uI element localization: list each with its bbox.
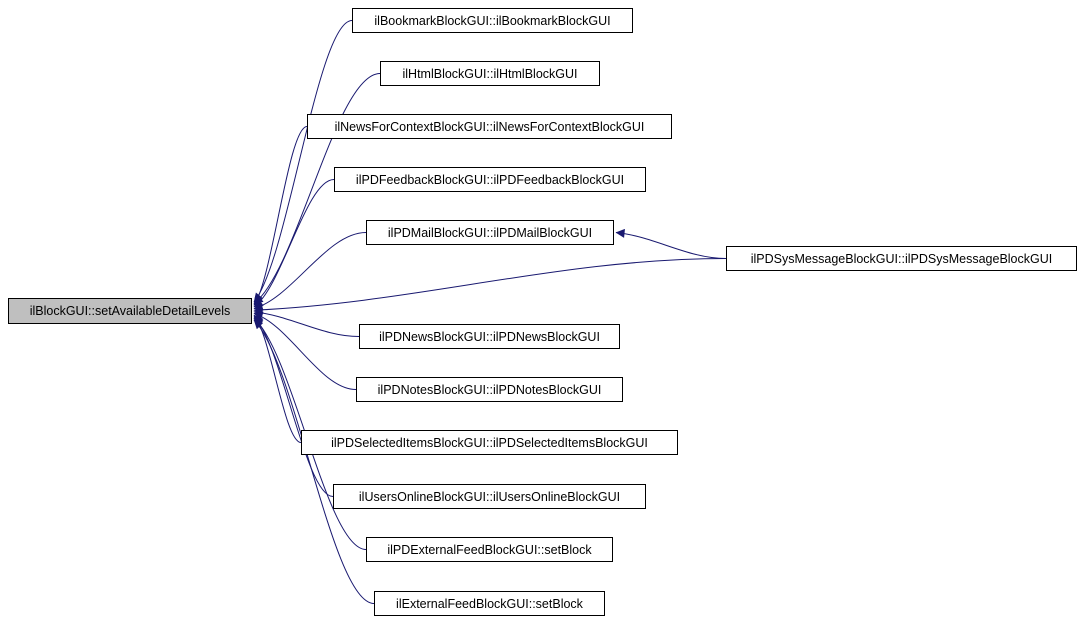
graph-node-pdselecteditems[interactable]: ilPDSelectedItemsBlockGUI::ilPDSelectedI… (301, 430, 678, 455)
edge-newsforcontext-to-main (253, 126, 308, 306)
graph-node-label: ilPDExternalFeedBlockGUI::setBlock (387, 542, 592, 557)
graph-node-label: ilHtmlBlockGUI::ilHtmlBlockGUI (402, 66, 578, 81)
graph-node-pdexternalfeed[interactable]: ilPDExternalFeedBlockGUI::setBlock (366, 537, 613, 562)
graph-node-label: ilPDFeedbackBlockGUI::ilPDFeedbackBlockG… (355, 172, 625, 187)
graph-node-label: ilPDMailBlockGUI::ilPDMailBlockGUI (387, 225, 593, 240)
graph-node-label: ilBookmarkBlockGUI::ilBookmarkBlockGUI (374, 13, 611, 28)
graph-node-label: ilPDNewsBlockGUI::ilPDNewsBlockGUI (379, 329, 600, 344)
graph-node-bookmark[interactable]: ilBookmarkBlockGUI::ilBookmarkBlockGUI (352, 8, 633, 33)
graph-node-pdnews[interactable]: ilPDNewsBlockGUI::ilPDNewsBlockGUI (359, 324, 620, 349)
graph-node-label: ilPDSysMessageBlockGUI::ilPDSysMessageBl… (750, 251, 1053, 266)
graph-node-pdfeedback[interactable]: ilPDFeedbackBlockGUI::ilPDFeedbackBlockG… (334, 167, 646, 192)
graph-node-pdnotes[interactable]: ilPDNotesBlockGUI::ilPDNotesBlockGUI (356, 377, 623, 402)
edge-pdsysmessage-to-pdmail (615, 228, 727, 259)
edge-html-to-main (253, 73, 381, 305)
graph-node-label: ilPDSelectedItemsBlockGUI::ilPDSelectedI… (331, 435, 648, 450)
graph-node-html[interactable]: ilHtmlBlockGUI::ilHtmlBlockGUI (380, 61, 600, 86)
edge-bookmark-to-main (253, 20, 353, 303)
graph-node-label: ilBlockGUI::setAvailableDetailLevels (29, 304, 231, 318)
graph-node-label: ilUsersOnlineBlockGUI::ilUsersOnlineBloc… (358, 489, 621, 504)
graph-node-pdmail[interactable]: ilPDMailBlockGUI::ilPDMailBlockGUI (366, 220, 614, 245)
edge-pdselecteditems-to-main (253, 314, 302, 443)
graph-node-newsforcontext[interactable]: ilNewsForContextBlockGUI::ilNewsForConte… (307, 114, 672, 139)
graph-node-label: ilExternalFeedBlockGUI::setBlock (396, 596, 583, 611)
graph-node-externalfeed[interactable]: ilExternalFeedBlockGUI::setBlock (374, 591, 605, 616)
graph-node-usersonline[interactable]: ilUsersOnlineBlockGUI::ilUsersOnlineBloc… (333, 484, 646, 509)
edge-usersonline-to-main (253, 316, 334, 497)
edge-externalfeed-to-main (253, 319, 375, 604)
graph-node-pdsysmessage[interactable]: ilPDSysMessageBlockGUI::ilPDSysMessageBl… (726, 246, 1077, 271)
graph-node-main[interactable]: ilBlockGUI::setAvailableDetailLevels (8, 298, 252, 324)
edge-pdnews-to-main (253, 308, 360, 337)
edge-pdnotes-to-main (253, 311, 357, 390)
edge-pdmail-to-main (253, 232, 367, 311)
edge-pdfeedback-to-main (253, 179, 335, 308)
graph-node-label: ilNewsForContextBlockGUI::ilNewsForConte… (334, 119, 645, 134)
graph-node-label: ilPDNotesBlockGUI::ilPDNotesBlockGUI (377, 382, 602, 397)
edge-pdsysmessage-to-main (253, 258, 727, 315)
